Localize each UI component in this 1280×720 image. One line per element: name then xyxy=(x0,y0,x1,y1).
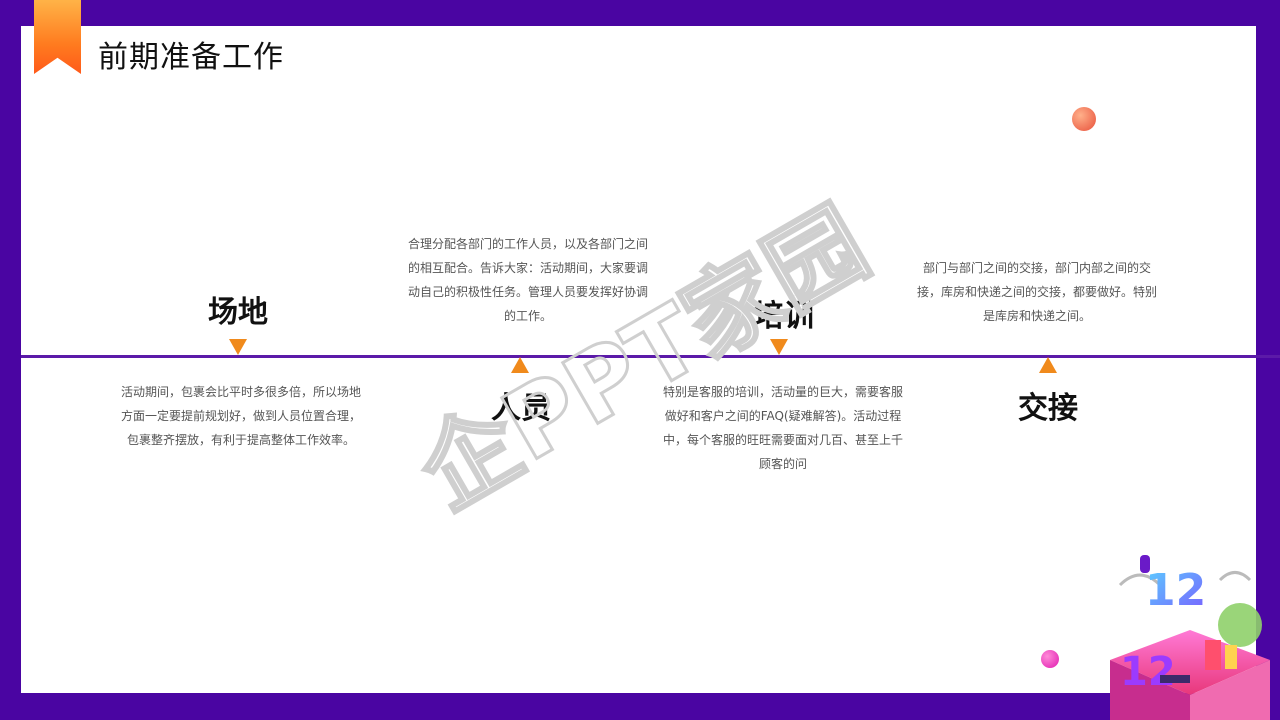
decorative-ball xyxy=(1072,107,1096,131)
page-title: 前期准备工作 xyxy=(98,40,284,75)
section-description-handover: 部门与部门之间的交接，部门内部之间的交接，库房和快递之间的交接，都要做好。特别是… xyxy=(916,261,1157,323)
section-description-venue: 活动期间，包裹会比平时多很多倍，所以场地方面一定要提前规划好，做到人员位置合理，… xyxy=(120,385,361,447)
shopping-festival-illustration: 12 12 xyxy=(1110,555,1270,720)
marker-up-icon xyxy=(511,357,529,373)
watermark-logo: 企PPT家园 xyxy=(400,185,887,530)
deco-number: 12 xyxy=(1120,649,1176,695)
marker-down-icon xyxy=(229,339,247,355)
marker-up-icon xyxy=(1039,357,1057,373)
decorative-ball xyxy=(1041,650,1059,668)
timeline-line xyxy=(21,355,1280,358)
section-heading-staff: 人员 xyxy=(491,391,551,426)
marker-down-icon xyxy=(770,339,788,355)
watermark-text: 企PPT家园 xyxy=(402,187,886,530)
section-description-staff: 合理分配各部门的工作人员，以及各部门之间的相互配合。告诉大家：活动期间，大家要调… xyxy=(407,237,648,323)
section-heading-training: 培训 xyxy=(754,299,814,334)
deco-number: 12 xyxy=(1145,565,1206,616)
section-heading-handover: 交接 xyxy=(1018,391,1078,426)
section-description-training: 特别是客服的培训，活动量的巨大，需要客服做好和客户之间的FAQ(疑难解答)。活动… xyxy=(662,385,903,471)
section-heading-venue: 场地 xyxy=(208,295,268,330)
